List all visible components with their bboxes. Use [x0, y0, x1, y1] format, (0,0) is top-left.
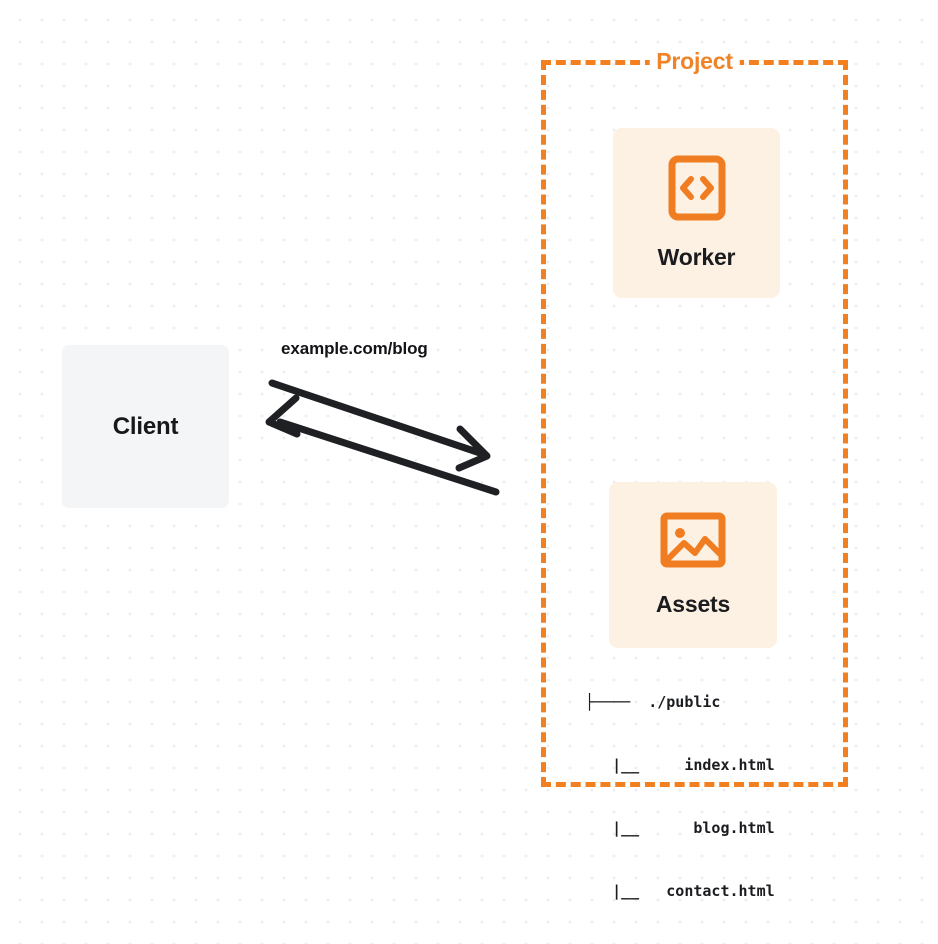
- client-label: Client: [112, 412, 179, 440]
- code-brackets-icon: [668, 155, 726, 226]
- assets-label: Assets: [655, 591, 731, 617]
- assets-node[interactable]: Assets: [609, 482, 777, 648]
- diagram-canvas: Client example.com/blog Project Worker: [62, 48, 848, 900]
- project-group-title: Project: [649, 48, 740, 75]
- image-icon: [660, 512, 726, 573]
- arrow-right-to-project: [268, 379, 491, 472]
- worker-label: Worker: [657, 244, 736, 270]
- client-node[interactable]: Client: [62, 345, 229, 508]
- file-tree-row: |__ contact.html: [585, 882, 775, 900]
- assets-file-tree: ├──── ./public |__ index.html |__ blog.h…: [585, 650, 775, 944]
- project-group: Project: [541, 48, 848, 787]
- file-tree-row: ├──── ./public: [585, 693, 721, 711]
- arrow-left-to-client: [265, 394, 500, 496]
- worker-node[interactable]: Worker: [613, 128, 780, 298]
- connection-url-label: example.com/blog: [281, 339, 428, 358]
- file-tree-row: |__ blog.html: [585, 819, 775, 837]
- file-tree-row: |__ index.html: [585, 756, 775, 774]
